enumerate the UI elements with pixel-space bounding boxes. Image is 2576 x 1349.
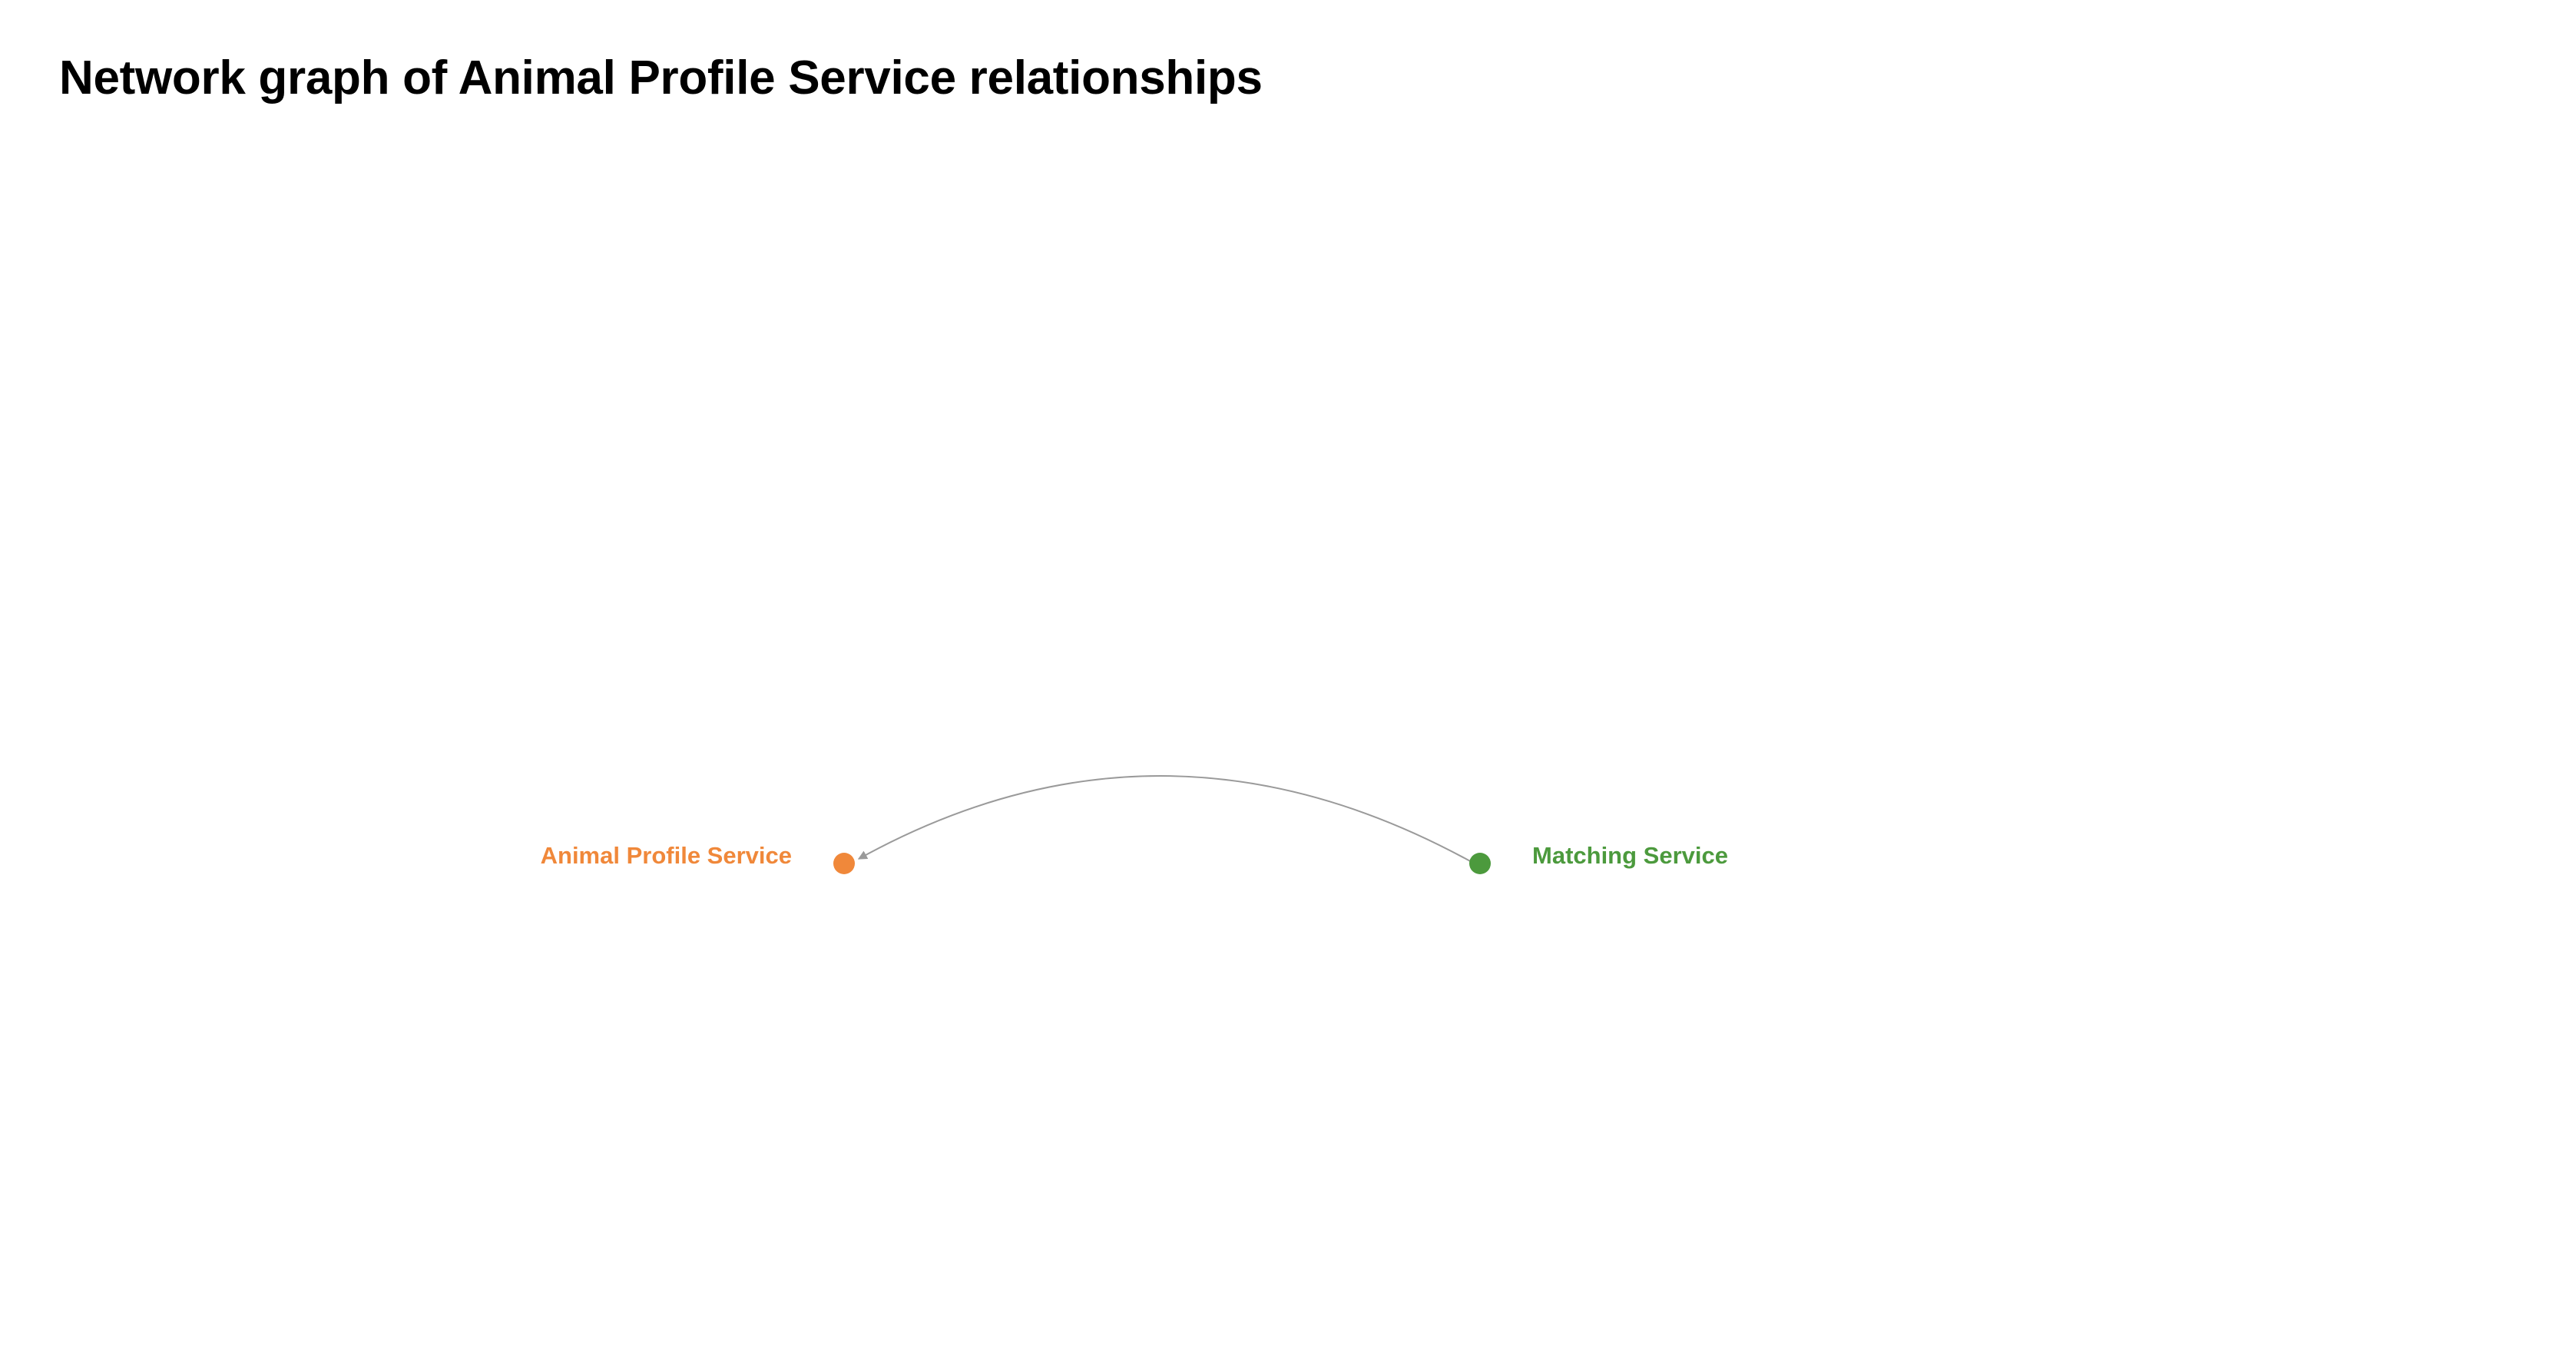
node-marker-animal-profile-service [833,853,855,874]
node-marker-matching-service [1469,853,1491,874]
node-label-matching-service: Matching Service [1532,842,1728,869]
node-matching-service[interactable]: Matching Service [1469,842,1728,874]
page-title: Network graph of Animal Profile Service … [59,51,1263,104]
node-animal-profile-service[interactable]: Animal Profile Service [541,842,855,874]
edge-matching-to-animal-profile [857,775,1472,863]
node-label-animal-profile-service: Animal Profile Service [541,842,792,869]
